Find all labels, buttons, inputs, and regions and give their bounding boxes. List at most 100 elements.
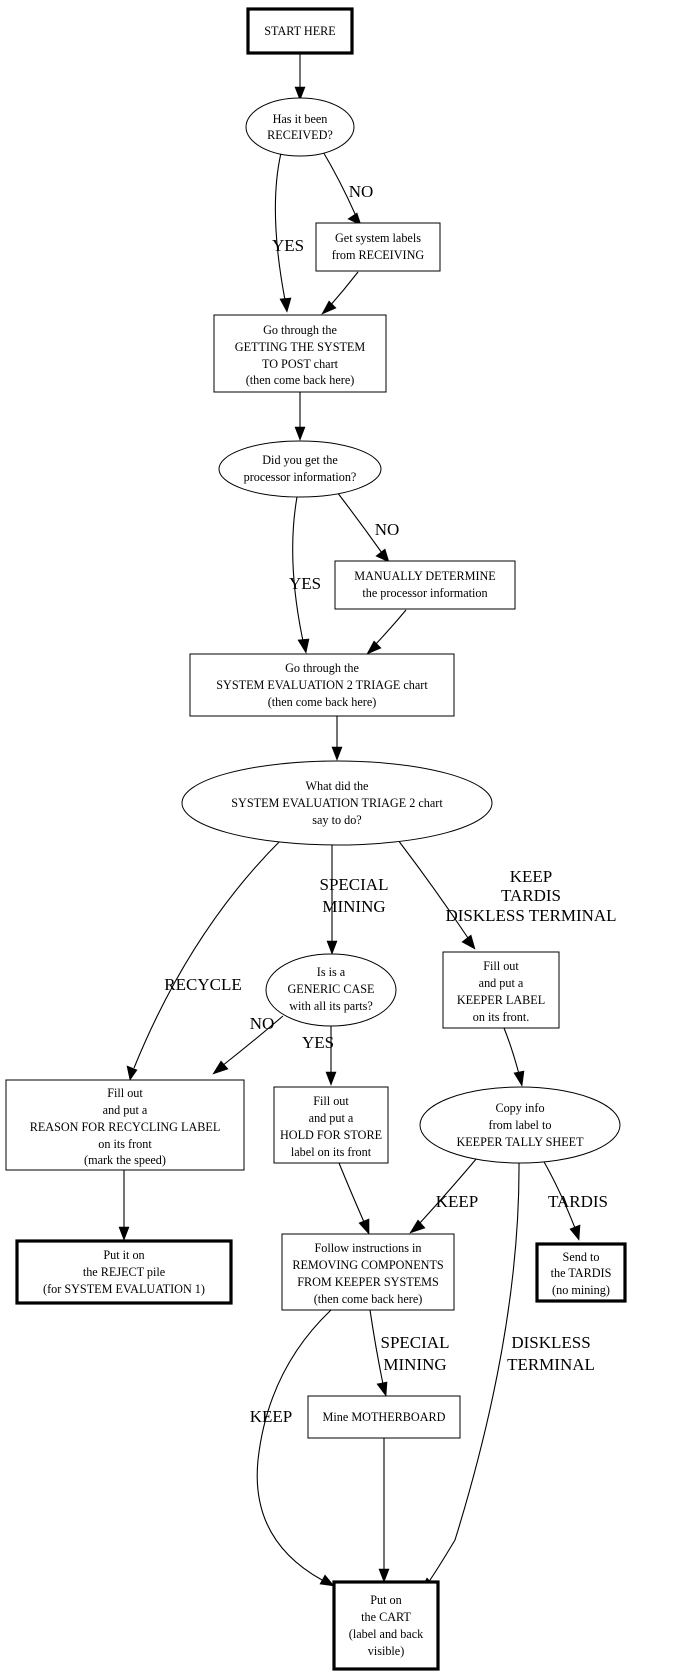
edge-label-special-mining-2b: MINING xyxy=(383,1355,446,1374)
arrowhead xyxy=(569,1224,581,1241)
node-did-you-get-processor-info[interactable]: Did you get the processor information? xyxy=(218,440,382,498)
arrowhead xyxy=(212,1060,229,1075)
edge-label-diskless-terminal-1: DISKLESS TERMINAL xyxy=(445,906,616,925)
node-get-system-labels[interactable]: Get system labels from RECEIVING xyxy=(315,222,441,272)
node-shape-box xyxy=(535,1242,627,1303)
node-label-line-4: on its front. xyxy=(473,1010,530,1024)
node-label-line-2: from RECEIVING xyxy=(332,248,425,262)
node-manually-determine[interactable]: MANUALLY DETERMINE the processor informa… xyxy=(334,560,516,610)
node-label-line-1: Did you get the xyxy=(262,453,337,467)
node-shape-ellipse xyxy=(181,760,493,846)
node-keeper-tally-sheet[interactable]: Copy info from label to KEEPER TALLY SHE… xyxy=(419,1086,621,1164)
node-label-line-1: Copy info xyxy=(495,1101,544,1115)
node-label-line-3: KEEPER LABEL xyxy=(457,993,545,1007)
edge-received-to-postchart xyxy=(274,152,286,301)
node-label-line-2: the TARDIS xyxy=(551,1266,612,1280)
arrowhead xyxy=(461,934,476,950)
node-label-line-3: (no mining) xyxy=(552,1283,610,1297)
edge-label-yes-genericcase: YES xyxy=(302,1033,334,1052)
node-shape-box xyxy=(273,1086,389,1164)
node-system-evaluation-2-triage-chart[interactable]: Go through the SYSTEM EVALUATION 2 TRIAG… xyxy=(189,653,455,717)
edge-procinfo-to-manual xyxy=(336,491,383,554)
node-label-line-4: visible) xyxy=(368,1644,405,1658)
edge-triage2say-to-keeperlabel xyxy=(397,839,469,939)
node-reject-pile[interactable]: Put it on the REJECT pile (for SYSTEM EV… xyxy=(15,1239,233,1305)
node-keeper-label[interactable]: Fill out and put a KEEPER LABEL on its f… xyxy=(442,951,560,1029)
edge-manual-to-triage2chart xyxy=(373,609,407,647)
node-getting-system-to-post[interactable]: Go through the GETTING THE SYSTEM TO POS… xyxy=(213,314,387,393)
node-shape-ellipse xyxy=(419,1086,621,1164)
node-label-line-2: the processor information xyxy=(362,586,487,600)
node-label-line-1: Follow instructions in xyxy=(315,1241,422,1255)
arrowhead xyxy=(366,640,382,655)
node-label-line-2: from label to xyxy=(489,1118,552,1132)
edge-tally-to-cart xyxy=(427,1162,520,1584)
node-label-line-2: SYSTEM EVALUATION TRIAGE 2 chart xyxy=(231,796,443,810)
node-label-line-1: Fill out xyxy=(483,959,519,973)
edge-label-keep-3: KEEP xyxy=(250,1407,293,1426)
arrowhead xyxy=(325,1071,337,1086)
edges-layer xyxy=(118,53,581,1592)
arrowhead xyxy=(331,746,343,761)
node-label-line-2: and put a xyxy=(309,1111,354,1125)
node-shape-ellipse xyxy=(218,440,382,498)
node-label-line-1: Go through the xyxy=(263,323,337,337)
arrowhead xyxy=(513,1070,525,1087)
node-start-here[interactable]: START HERE xyxy=(246,7,354,55)
node-label-line-3: TO POST chart xyxy=(262,357,339,371)
arrowhead xyxy=(375,548,390,563)
edge-removing-to-mine xyxy=(369,1309,384,1385)
node-put-on-cart[interactable]: Put on the CART (label and back visible) xyxy=(332,1580,440,1671)
edge-triage2say-to-recycling xyxy=(133,837,284,1069)
node-shape-box xyxy=(307,1395,461,1439)
edge-label-tardis-2: TARDIS xyxy=(548,1192,608,1211)
node-label-line-3: (for SYSTEM EVALUATION 1) xyxy=(43,1282,205,1296)
edge-holdstore-to-removing xyxy=(338,1162,365,1223)
edge-received-to-getlabels xyxy=(321,149,357,217)
node-has-it-been-received[interactable]: Has it been RECEIVED? xyxy=(245,97,355,157)
node-hold-for-store[interactable]: Fill out and put a HOLD FOR STORE label … xyxy=(273,1086,389,1164)
node-label-line-2: GENERIC CASE xyxy=(287,982,374,996)
node-label-line-3: REASON FOR RECYCLING LABEL xyxy=(30,1120,221,1134)
node-label-line-4: (then come back here) xyxy=(314,1292,423,1306)
node-shape-ellipse xyxy=(245,97,355,157)
edge-label-recycle: RECYCLE xyxy=(164,975,241,994)
node-label-line-3: say to do? xyxy=(312,813,361,827)
node-label-line-1: What did the xyxy=(306,779,369,793)
node-label-line-1: Is is a xyxy=(317,965,346,979)
edge-tally-to-tardis xyxy=(542,1159,576,1229)
node-label-line-2: and put a xyxy=(479,976,524,990)
node-label-line-1: Put it on xyxy=(103,1248,144,1262)
node-shape-box xyxy=(15,1239,233,1305)
node-label: Mine MOTHERBOARD xyxy=(323,1410,446,1424)
node-label-line-1: Send to xyxy=(563,1250,600,1264)
node-label-line-3: (then come back here) xyxy=(268,695,377,709)
edge-label-terminal-2b: TERMINAL xyxy=(507,1355,595,1374)
node-label-line-3: with all its parts? xyxy=(289,999,373,1013)
node-label-line-3: (label and back xyxy=(349,1627,424,1641)
node-reason-for-recycling-label[interactable]: Fill out and put a REASON FOR RECYCLING … xyxy=(5,1079,245,1171)
arrowhead xyxy=(358,1218,370,1235)
arrowhead xyxy=(294,426,306,441)
node-shape-box xyxy=(332,1580,440,1671)
node-label-line-2: GETTING THE SYSTEM xyxy=(235,340,366,354)
node-label-line-2: processor information? xyxy=(244,470,357,484)
node-label: START HERE xyxy=(264,24,336,38)
node-shape-box xyxy=(315,222,441,272)
node-send-to-tardis[interactable]: Send to the TARDIS (no mining) xyxy=(535,1242,627,1303)
arrowhead xyxy=(347,212,362,226)
arrowhead xyxy=(297,638,310,654)
node-label-line-1: Fill out xyxy=(313,1094,349,1108)
edge-label-tardis-1: TARDIS xyxy=(501,886,561,905)
node-is-generic-case[interactable]: Is is a GENERIC CASE with all its parts? xyxy=(265,953,397,1027)
edge-label-yes-received: YES xyxy=(272,236,304,255)
node-removing-components[interactable]: Follow instructions in REMOVING COMPONEN… xyxy=(281,1233,455,1311)
node-label-line-1: Has it been xyxy=(273,112,328,126)
arrowhead xyxy=(376,1381,388,1397)
arrowhead xyxy=(294,86,306,101)
node-mine-motherboard[interactable]: Mine MOTHERBOARD xyxy=(307,1395,461,1439)
edge-label-no-procinfo: NO xyxy=(375,520,400,539)
node-what-did-triage-2-say[interactable]: What did the SYSTEM EVALUATION TRIAGE 2 … xyxy=(181,760,493,846)
arrowhead xyxy=(321,300,337,315)
